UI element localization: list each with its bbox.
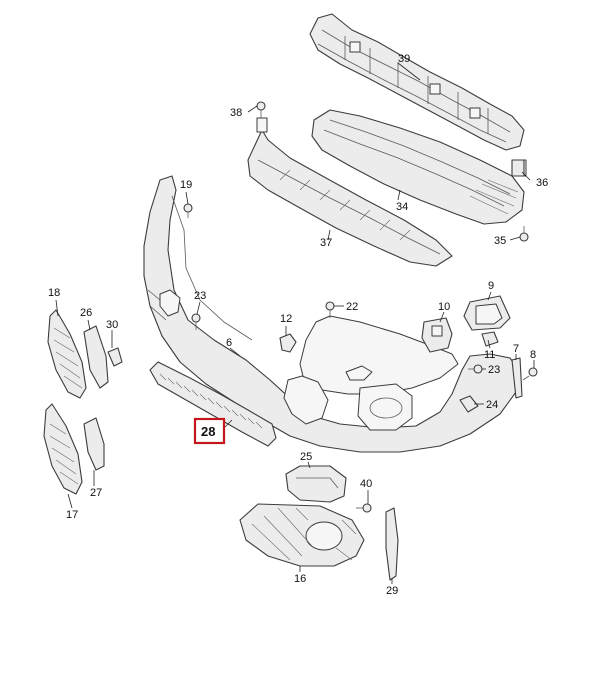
label-24: 24 bbox=[486, 399, 498, 411]
part-9-frame bbox=[463, 295, 511, 331]
label-37: 37 bbox=[320, 237, 332, 249]
label-36: 36 bbox=[536, 177, 548, 189]
label-28: 28 bbox=[201, 424, 215, 439]
part-16-fog-lamp-grille bbox=[239, 503, 365, 567]
part-27-trim bbox=[83, 417, 105, 471]
part-36-clip bbox=[511, 159, 525, 177]
part-7-bracket bbox=[511, 357, 523, 399]
label-29: 29 bbox=[386, 585, 398, 597]
part-26-trim bbox=[83, 325, 109, 389]
label-27: 27 bbox=[90, 487, 102, 499]
leader-lines bbox=[55, 62, 535, 584]
label-18: 18 bbox=[48, 287, 60, 299]
label-8: 8 bbox=[530, 349, 536, 361]
label-35: 35 bbox=[494, 235, 506, 247]
label-39: 39 bbox=[398, 53, 410, 65]
part-40-bolt bbox=[356, 503, 372, 513]
part-39-reinforcement-beam bbox=[309, 13, 525, 151]
part-8-screw bbox=[522, 367, 538, 381]
part-17-side-grille bbox=[43, 403, 83, 495]
label-23: 23 bbox=[194, 290, 206, 302]
part-38-rivet bbox=[256, 101, 266, 118]
part-23-screw-right bbox=[468, 364, 483, 374]
part-11-clip bbox=[481, 331, 499, 347]
part-35-screw bbox=[519, 226, 529, 242]
part-25-bracket bbox=[285, 465, 347, 503]
label-26: 26 bbox=[80, 307, 92, 319]
highlight-box-28 bbox=[193, 417, 226, 445]
part-23-screw bbox=[191, 313, 201, 330]
label-17: 17 bbox=[66, 509, 78, 521]
label-38: 38 bbox=[230, 107, 242, 119]
label-40: 40 bbox=[360, 478, 372, 490]
label-12: 12 bbox=[280, 313, 292, 325]
label-7: 7 bbox=[513, 343, 519, 355]
part-18-side-grille bbox=[47, 309, 87, 399]
label-16: 16 bbox=[294, 573, 306, 585]
label-25: 25 bbox=[300, 451, 312, 463]
part-29-bracket bbox=[385, 507, 399, 581]
part-28-lower-grille bbox=[149, 361, 277, 447]
label-23: 23 bbox=[488, 364, 500, 376]
part-6-bumper-cover bbox=[143, 175, 521, 453]
label-19: 19 bbox=[180, 179, 192, 191]
label-6: 6 bbox=[226, 337, 232, 349]
label-9: 9 bbox=[488, 280, 494, 292]
part-number-labels: 39 38 36 34 35 37 19 22 23 10 9 18 26 30… bbox=[48, 53, 548, 597]
label-11: 11 bbox=[484, 349, 495, 361]
label-10: 10 bbox=[438, 301, 450, 313]
part-12-clip bbox=[279, 333, 297, 353]
part-24-bracket bbox=[459, 395, 479, 413]
part-37-bumper-spoiler bbox=[247, 117, 453, 267]
part-19-screw bbox=[183, 203, 193, 218]
part-22-screw bbox=[325, 301, 335, 318]
label-30: 30 bbox=[106, 319, 118, 331]
part-10-bracket bbox=[421, 317, 453, 353]
label-34: 34 bbox=[396, 201, 408, 213]
label-22: 22 bbox=[346, 301, 358, 313]
part-30-clip bbox=[107, 347, 123, 367]
